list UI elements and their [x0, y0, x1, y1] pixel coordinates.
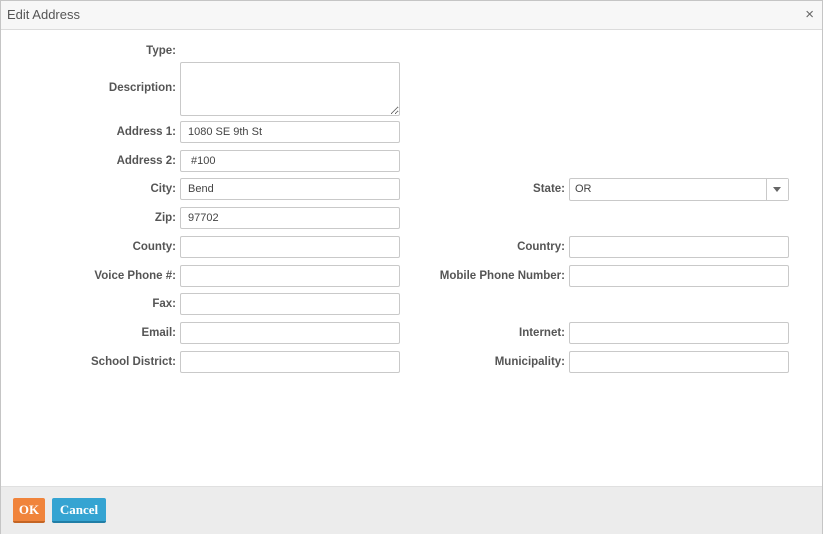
- fax-field[interactable]: [180, 293, 400, 315]
- municipality-label: Municipality:: [494, 356, 565, 368]
- municipality-field[interactable]: [569, 351, 789, 373]
- state-selected-value: OR: [575, 183, 592, 195]
- city-label: City:: [150, 183, 176, 195]
- mobile-phone-field[interactable]: [569, 265, 789, 287]
- address2-field[interactable]: [180, 150, 400, 172]
- dialog-title: Edit Address: [7, 7, 80, 22]
- cancel-button[interactable]: Cancel: [52, 498, 106, 523]
- close-icon[interactable]: ×: [805, 6, 814, 23]
- country-label: Country:: [517, 241, 565, 253]
- chevron-down-icon[interactable]: [766, 179, 788, 200]
- voice-phone-label: Voice Phone #:: [94, 270, 176, 282]
- zip-label: Zip:: [154, 212, 176, 224]
- email-field[interactable]: [180, 322, 400, 344]
- internet-field[interactable]: [569, 322, 789, 344]
- state-label: State:: [533, 183, 565, 195]
- ok-button[interactable]: OK: [13, 498, 45, 523]
- email-label: Email:: [141, 327, 176, 339]
- fax-label: Fax:: [152, 298, 176, 310]
- state-select[interactable]: OR: [569, 178, 789, 201]
- dialog-titlebar: Edit Address ×: [1, 1, 822, 30]
- description-field[interactable]: [180, 62, 400, 116]
- voice-phone-field[interactable]: [180, 265, 400, 287]
- description-label: Description:: [108, 82, 176, 94]
- mobile-phone-label: Mobile Phone Number:: [439, 270, 565, 282]
- school-district-field[interactable]: [180, 351, 400, 373]
- type-label: Type:: [146, 45, 176, 57]
- internet-label: Internet:: [519, 327, 565, 339]
- county-label: County:: [132, 241, 176, 253]
- dialog-footer: OK Cancel: [1, 486, 822, 534]
- address2-label: Address 2:: [116, 155, 176, 167]
- city-field[interactable]: [180, 178, 400, 200]
- country-field[interactable]: [569, 236, 789, 258]
- address1-label: Address 1:: [116, 126, 176, 138]
- address1-field[interactable]: [180, 121, 400, 143]
- school-district-label: School District:: [91, 356, 176, 368]
- zip-field[interactable]: [180, 207, 400, 229]
- county-field[interactable]: [180, 236, 400, 258]
